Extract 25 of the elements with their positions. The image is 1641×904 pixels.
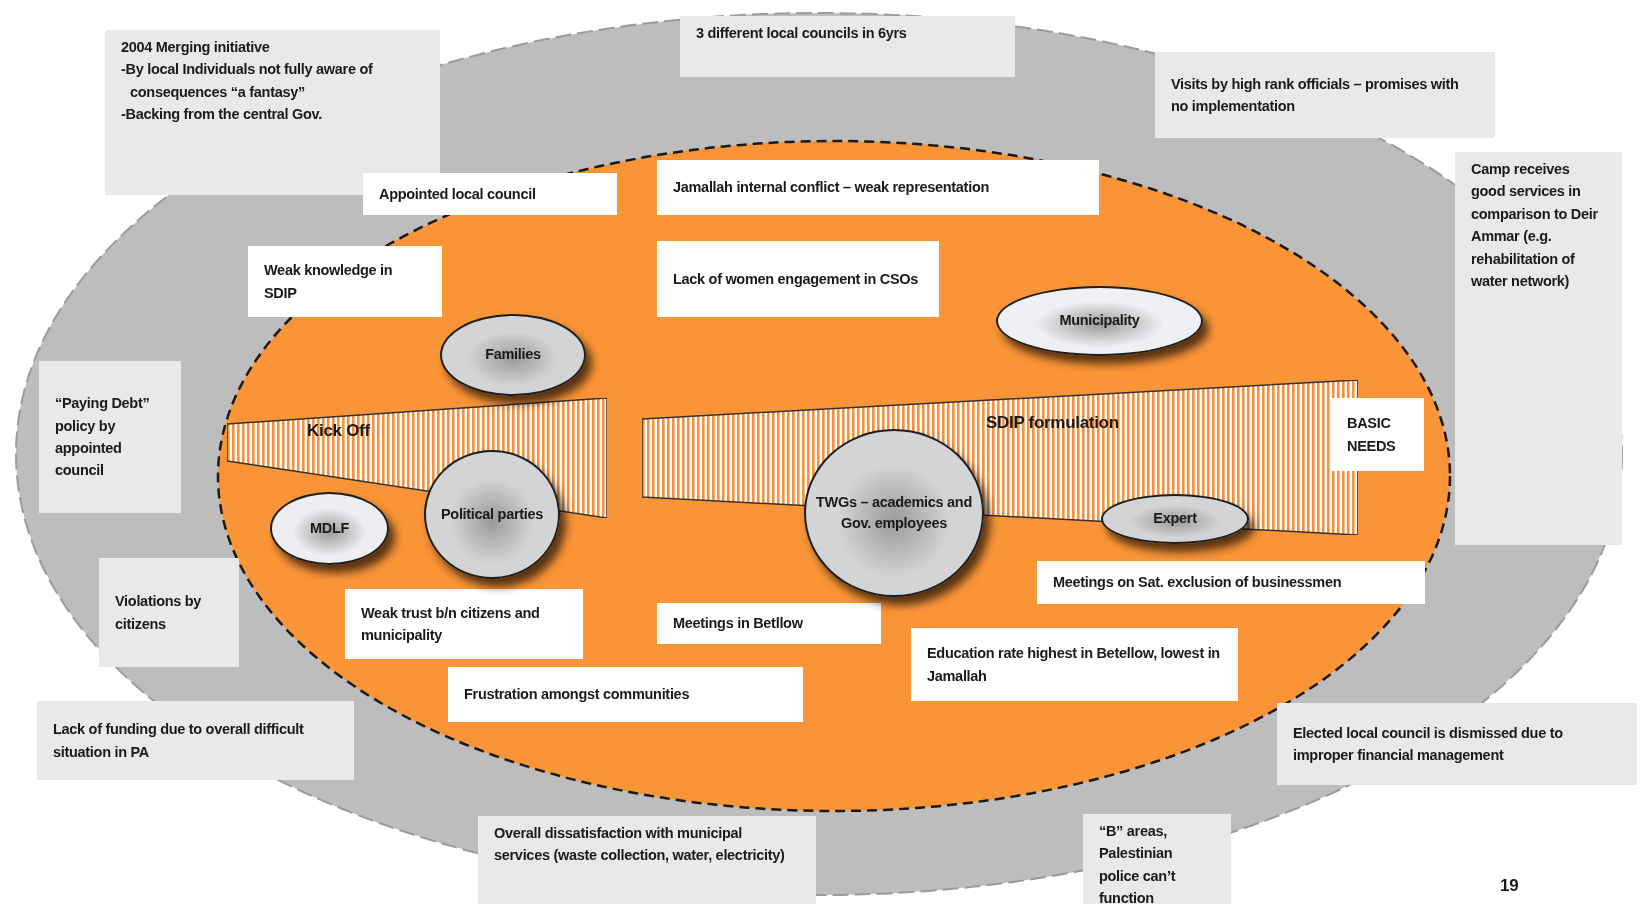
note-box: Lack of funding due to overall difficult situation in PA bbox=[37, 701, 354, 780]
issue-box: Weak trust b/n citizens and municipality bbox=[345, 589, 583, 659]
issue-box: Frustration amongst communities bbox=[448, 667, 803, 722]
note-text: -Backing from the central Gov. bbox=[121, 105, 324, 125]
note-box: Violations by citizens bbox=[99, 558, 239, 667]
stage-label: SDIP formulation bbox=[986, 412, 1119, 434]
note-box: Visits by high rank officials – promises with no implementation bbox=[1155, 52, 1495, 138]
note-text: 2004 Merging initiative bbox=[121, 38, 271, 57]
note-box: Overall dissatisfaction with municipal services (waste collection, water, electricity) bbox=[478, 816, 816, 904]
note-box: Camp receives good services in comparison to Deir Ammar (e.g. rehabilitation of water network) bbox=[1455, 152, 1622, 545]
issue-box: Jamallah internal conflict – weak representation bbox=[657, 160, 1099, 215]
note-box: “B” areas, Palestinian police can’t function bbox=[1083, 814, 1231, 904]
note-box: 3 different local councils in 6yrs bbox=[680, 16, 1015, 77]
issue-box: Education rate highest in Betellow, lowest in Jamallah bbox=[911, 628, 1238, 701]
page-number: 19 bbox=[1500, 876, 1519, 896]
note-text: -By local Individuals not fully aware of consequences “a fantasy” bbox=[121, 60, 374, 102]
issue-box: Weak knowledge in SDIP bbox=[248, 246, 442, 317]
note-box: “Paying Debt” policy by appointed council bbox=[39, 361, 181, 513]
stage-label: Kick Off bbox=[307, 420, 370, 442]
issue-box: Meetings in Betllow bbox=[657, 603, 881, 644]
issue-box: Appointed local council bbox=[363, 173, 617, 215]
issue-box: Lack of women engagement in CSOs bbox=[657, 241, 939, 317]
issue-box: Meetings on Sat. exclusion of businessmen bbox=[1037, 561, 1425, 604]
note-box: Elected local council is dismissed due to improper financial management bbox=[1277, 703, 1637, 785]
issue-box: BASIC NEEDS bbox=[1331, 398, 1424, 471]
